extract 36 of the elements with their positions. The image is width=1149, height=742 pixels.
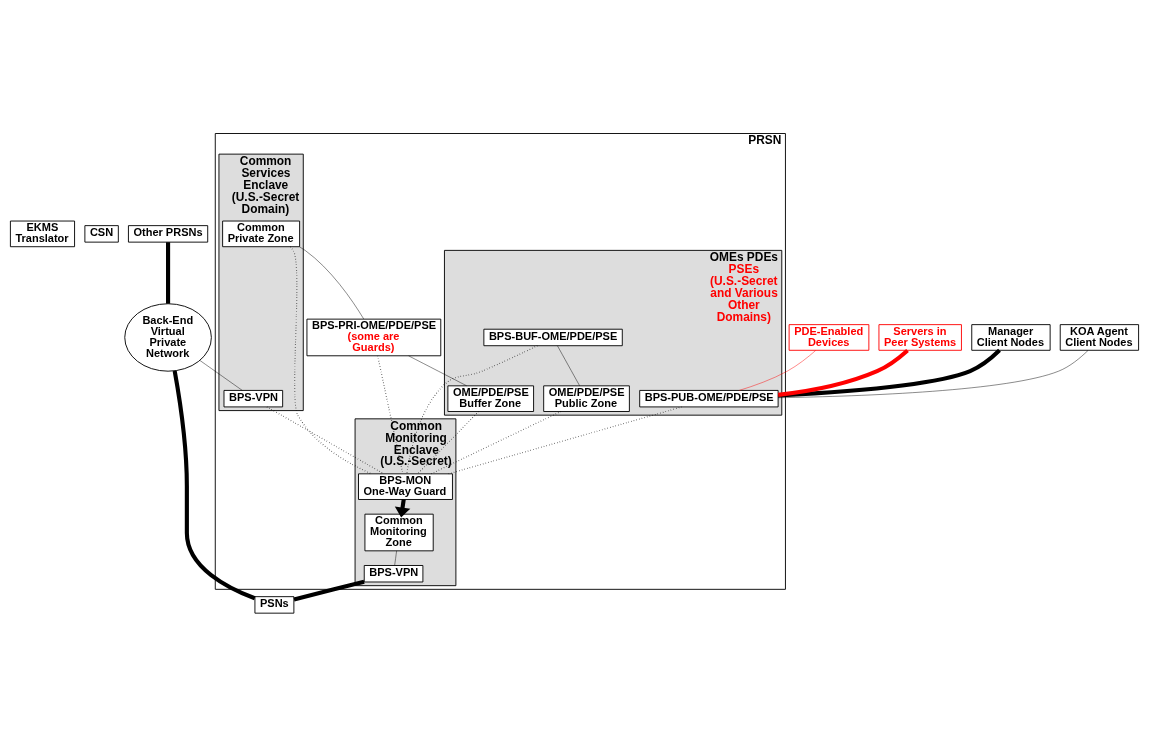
node-ellipse: Back-End Virtual Private Network — [124, 302, 212, 372]
node-box: Common Monitoring Zone — [364, 513, 434, 551]
connector — [266, 405, 385, 474]
connector — [166, 241, 171, 304]
connector — [777, 348, 909, 397]
connector — [377, 354, 404, 474]
node-box: PDE-Enabled Devices — [788, 323, 870, 351]
connector — [417, 410, 480, 474]
node-box: EKMS Translator — [9, 220, 76, 247]
node-box: Servers in Peer Systems — [878, 323, 962, 351]
node-box: BPS-PRI-OME/PDE/PSE (some are Guards) — [306, 318, 442, 356]
connector — [557, 345, 580, 386]
node-box: BPS-VPN — [223, 389, 284, 407]
connector — [738, 349, 816, 391]
connector — [293, 579, 365, 601]
connector — [778, 348, 1001, 398]
node-box: Manager Client Nodes — [971, 323, 1051, 351]
connector — [172, 370, 256, 600]
node-box: Common Private Zone — [222, 220, 301, 247]
node-box: KOA Agent Client Nodes — [1059, 323, 1140, 351]
connector — [778, 349, 1089, 398]
node-box: BPS-MON One-Way Guard — [358, 472, 453, 500]
connector — [289, 245, 372, 474]
connector — [299, 246, 364, 319]
node-box: OME/PDE/PSE Public Zone — [543, 384, 630, 412]
node-box: CSN — [84, 224, 119, 243]
node-box: BPS-BUF-OME/PDE/PSE — [483, 328, 623, 346]
node-box: BPS-VPN — [363, 564, 424, 582]
connector — [448, 405, 683, 474]
connector — [199, 359, 243, 391]
node-box: OME/PDE/PSE Buffer Zone — [447, 384, 535, 412]
connector — [408, 355, 467, 386]
node-box: BPS-PUB-OME/PDE/PSE — [639, 389, 779, 407]
connector — [394, 550, 397, 566]
node-box: PSNs — [254, 595, 295, 614]
node-box: Other PRSNs — [127, 224, 209, 243]
